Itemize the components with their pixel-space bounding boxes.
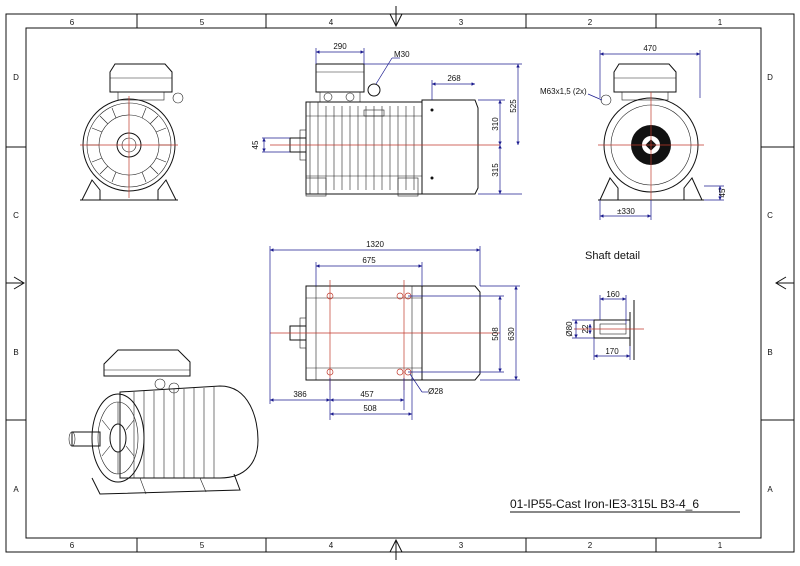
dim-457: 457	[360, 390, 374, 399]
dim-310: 310	[491, 117, 500, 131]
left-row-label: D	[13, 73, 19, 82]
top-col-label: 6	[70, 18, 75, 27]
plan-view	[270, 280, 500, 390]
side-view-dimensions: 290 M30 268 310 315 525 45	[251, 42, 522, 195]
front-view-right-dimensions: 470 M63x1,5 (2x) 45 ±330	[540, 44, 727, 220]
dim-268: 268	[447, 74, 461, 83]
top-col-label: 1	[718, 18, 723, 27]
right-row-label: A	[767, 485, 773, 494]
shaft-detail: Shaft detail 160 170 Ø80 22	[565, 250, 644, 360]
right-row-label: D	[767, 73, 773, 82]
dim-45-shaft: 45	[251, 140, 260, 149]
top-col-label: 5	[200, 18, 205, 27]
shaft-detail-title: Shaft detail	[585, 250, 640, 262]
dim-630: 630	[507, 327, 516, 341]
bottom-col-label: 4	[329, 541, 334, 550]
right-row-label: B	[767, 348, 772, 357]
title-block: 01-IP55-Cast Iron-IE3-315L B3-4_6	[510, 497, 740, 513]
dim-386: 386	[293, 390, 307, 399]
bottom-col-label: 5	[200, 541, 205, 550]
bottom-col-label: 6	[70, 541, 75, 550]
dim-m30: M30	[394, 50, 410, 59]
left-row-label: A	[13, 485, 19, 494]
dim-675: 675	[362, 256, 376, 265]
bottom-col-label: 1	[718, 541, 723, 550]
dim-508-vert: 508	[491, 327, 500, 341]
drawing-title: 01-IP55-Cast Iron-IE3-315L B3-4_6	[510, 497, 699, 511]
dim-hole-28: Ø28	[428, 387, 444, 396]
top-col-label: 3	[459, 18, 464, 27]
dim-m63: M63x1,5 (2x)	[540, 87, 587, 96]
left-row-label: C	[13, 211, 19, 220]
left-row-label: B	[13, 348, 18, 357]
dim-45-foot: 45	[718, 188, 727, 197]
bottom-col-label: 3	[459, 541, 464, 550]
zone-labels: 6 5 4 3 2 1 6 5 4 3 2 1 D C B A D C B A	[13, 18, 773, 550]
dim-508-horiz: 508	[363, 404, 377, 413]
plan-view-dimensions: 1320 675 508 630 386 457 508 Ø28	[269, 240, 520, 420]
right-row-label: C	[767, 211, 773, 220]
dim-22: 22	[581, 324, 590, 333]
dim-315: 315	[491, 163, 500, 177]
drawing-frame	[5, 6, 795, 560]
front-view-left	[80, 63, 184, 201]
dim-170: 170	[605, 347, 619, 356]
side-view	[270, 63, 500, 197]
dim-80: Ø80	[565, 321, 574, 337]
bottom-col-label: 2	[588, 541, 593, 550]
isometric-view	[68, 349, 259, 495]
top-col-label: 4	[329, 18, 334, 27]
front-view-right	[598, 63, 704, 201]
top-col-label: 2	[588, 18, 593, 27]
dim-1320: 1320	[366, 240, 384, 249]
dim-160: 160	[606, 290, 620, 299]
dim-330: ±330	[617, 207, 635, 216]
dim-525: 525	[509, 99, 518, 113]
dim-470: 470	[643, 44, 657, 53]
dim-290: 290	[333, 42, 347, 51]
